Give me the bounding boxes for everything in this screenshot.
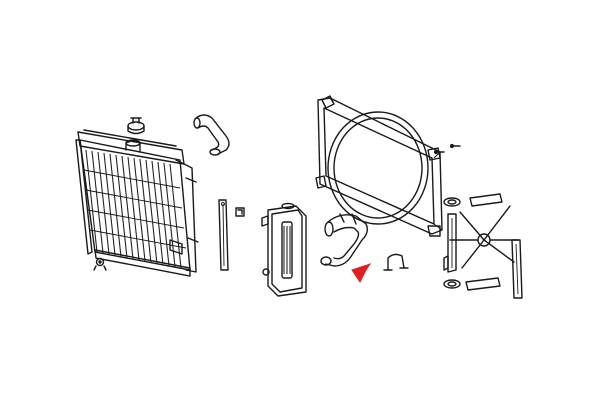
mounting-strap[interactable] [218,199,229,271]
lower-hose[interactable] [320,213,369,267]
drain-plug[interactable] [93,257,107,271]
radiator-cap[interactable] [127,117,145,135]
expansion-tank[interactable] [261,202,307,297]
rubber-grommet[interactable] [443,197,461,289]
radiator[interactable] [75,129,199,277]
fan-blade[interactable] [447,193,523,299]
upper-hose[interactable] [193,114,230,156]
hose-clamp[interactable] [383,253,409,271]
highlight-arrow-icon [351,263,372,283]
mounting-bolts[interactable] [433,143,461,155]
mounting-clip[interactable] [235,207,245,217]
fan-shroud[interactable] [315,95,443,237]
radiator-core-fins [83,149,187,269]
